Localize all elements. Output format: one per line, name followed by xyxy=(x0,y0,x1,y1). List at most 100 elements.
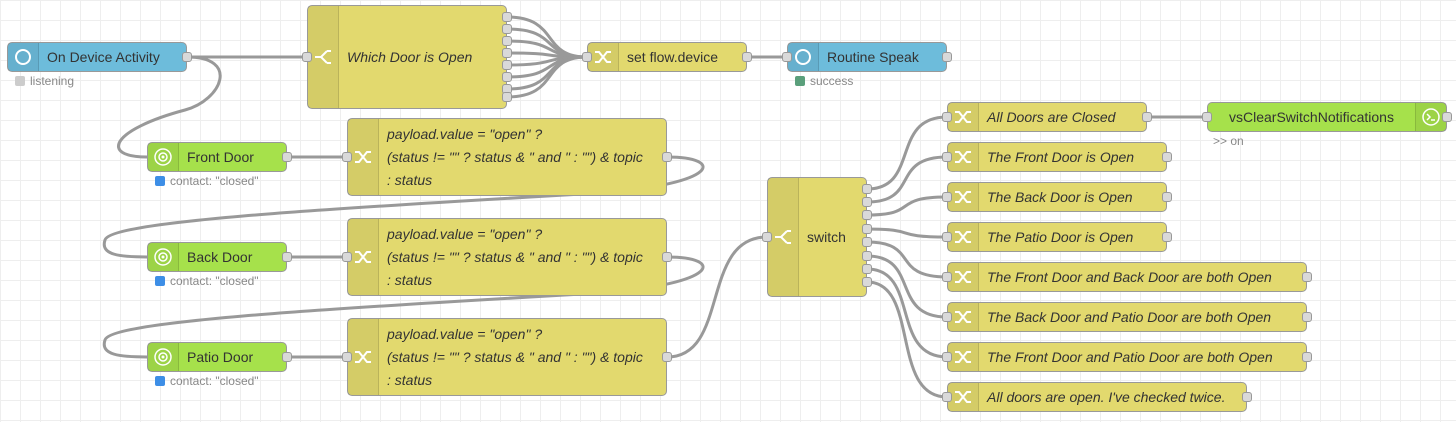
input-port[interactable] xyxy=(942,112,952,122)
shuffle-icon xyxy=(948,263,979,291)
output-port[interactable] xyxy=(502,48,512,58)
output-port[interactable] xyxy=(862,197,872,207)
input-port[interactable] xyxy=(942,312,952,322)
shuffle-icon xyxy=(948,143,979,171)
wire xyxy=(102,155,705,259)
output-port[interactable] xyxy=(282,152,292,162)
input-port[interactable] xyxy=(782,52,792,62)
message-node-all-closed[interactable]: All Doors are Closed xyxy=(947,102,1147,132)
wire xyxy=(866,155,948,204)
vs-clear-notifications-node[interactable]: vsClearSwitchNotifications xyxy=(1207,102,1447,132)
message-node-back-patio-open[interactable]: The Back Door and Patio Door are both Op… xyxy=(947,302,1307,332)
output-port[interactable] xyxy=(662,152,672,162)
message-node-patio-open[interactable]: The Patio Door is Open xyxy=(947,222,1167,252)
input-port[interactable] xyxy=(942,152,952,162)
wire xyxy=(866,240,948,279)
output-port[interactable] xyxy=(662,352,672,362)
input-port[interactable] xyxy=(342,252,352,262)
status-template-node[interactable]: payload.value = "open" ? (status != "" ?… xyxy=(347,318,667,396)
switch-icon xyxy=(308,6,339,108)
status-template-node[interactable]: payload.value = "open" ? (status != "" ?… xyxy=(347,218,667,296)
node-label: The Back Door and Patio Door are both Op… xyxy=(987,309,1272,325)
message-node-front-back-open[interactable]: The Front Door and Back Door are both Op… xyxy=(947,262,1307,292)
shuffle-icon xyxy=(348,219,379,295)
node-label: The Back Door is Open xyxy=(987,189,1133,205)
output-port[interactable] xyxy=(1142,112,1152,122)
input-port[interactable] xyxy=(942,232,952,242)
shuffle-icon xyxy=(948,183,979,211)
output-port[interactable] xyxy=(862,210,872,220)
output-port[interactable] xyxy=(862,251,872,261)
output-port[interactable] xyxy=(282,352,292,362)
output-port[interactable] xyxy=(502,24,512,34)
output-port[interactable] xyxy=(282,252,292,262)
output-port[interactable] xyxy=(1242,392,1252,402)
output-port[interactable] xyxy=(1162,232,1172,242)
output-port[interactable] xyxy=(502,36,512,46)
wire xyxy=(117,55,222,159)
output-port[interactable] xyxy=(502,60,512,70)
output-port[interactable] xyxy=(862,277,872,287)
input-port[interactable] xyxy=(1202,112,1212,122)
message-node-all-open[interactable]: All doors are open. I've checked twice. xyxy=(947,382,1247,412)
which-door-switch-node[interactable]: Which Door is Open xyxy=(307,5,507,109)
input-port[interactable] xyxy=(942,272,952,282)
template-line: : status xyxy=(387,372,433,389)
node-label: All doors are open. I've checked twice. xyxy=(987,389,1226,405)
output-port[interactable] xyxy=(1162,152,1172,162)
front-door-node[interactable]: Front Door xyxy=(147,142,287,172)
output-port[interactable] xyxy=(1162,192,1172,202)
template-line: payload.value = "open" ? xyxy=(387,125,543,142)
input-port[interactable] xyxy=(302,52,312,62)
template-text: payload.value = "open" ? (status != "" ?… xyxy=(379,319,651,395)
routine-speak-node[interactable]: Routine Speak xyxy=(787,42,947,72)
output-port[interactable] xyxy=(662,252,672,262)
input-port[interactable] xyxy=(942,392,952,402)
back-door-node[interactable]: Back Door xyxy=(147,242,287,272)
template-line: (status != "" ? status & " and " : "") &… xyxy=(387,248,643,265)
input-port[interactable] xyxy=(942,192,952,202)
input-port[interactable] xyxy=(342,352,352,362)
set-flow-device-node[interactable]: set flow.device xyxy=(587,42,747,72)
template-line: : status xyxy=(387,172,433,189)
output-port[interactable] xyxy=(182,52,192,62)
output-port[interactable] xyxy=(862,224,872,234)
output-port[interactable] xyxy=(1302,352,1312,362)
input-port[interactable] xyxy=(342,152,352,162)
shuffle-icon xyxy=(948,103,979,131)
input-port[interactable] xyxy=(582,52,592,62)
message-node-back-open[interactable]: The Back Door is Open xyxy=(947,182,1167,212)
status-dot xyxy=(795,76,805,86)
output-port[interactable] xyxy=(862,237,872,247)
radio-wave-icon xyxy=(148,143,179,171)
template-line: : status xyxy=(387,272,433,289)
output-port[interactable] xyxy=(862,264,872,274)
node-label: Front Door xyxy=(187,149,254,165)
node-label: set flow.device xyxy=(627,49,719,65)
wire xyxy=(866,227,948,239)
output-port[interactable] xyxy=(742,52,752,62)
shuffle-icon xyxy=(948,383,979,411)
wire xyxy=(866,115,948,191)
node-label: vsClearSwitchNotifications xyxy=(1229,109,1394,125)
on-device-activity-node[interactable]: On Device Activity xyxy=(7,42,187,72)
input-port[interactable] xyxy=(762,232,772,242)
switch-node[interactable]: switch xyxy=(767,177,867,297)
output-port[interactable] xyxy=(1302,312,1312,322)
node-label: Which Door is Open xyxy=(347,49,473,65)
template-line: (status != "" ? status & " and " : "") &… xyxy=(387,148,643,165)
output-port[interactable] xyxy=(1442,112,1452,122)
output-port[interactable] xyxy=(942,52,952,62)
output-port[interactable] xyxy=(502,12,512,22)
message-node-front-open[interactable]: The Front Door is Open xyxy=(947,142,1167,172)
input-port[interactable] xyxy=(942,352,952,362)
status-template-node[interactable]: payload.value = "open" ? (status != "" ?… xyxy=(347,118,667,196)
node-label: The Patio Door is Open xyxy=(987,229,1134,245)
patio-door-node[interactable]: Patio Door xyxy=(147,342,287,372)
output-port[interactable] xyxy=(1302,272,1312,282)
message-node-front-patio-open[interactable]: The Front Door and Patio Door are both O… xyxy=(947,342,1307,372)
output-port[interactable] xyxy=(502,92,512,102)
wire xyxy=(102,255,705,359)
output-port[interactable] xyxy=(502,72,512,82)
output-port[interactable] xyxy=(862,184,872,194)
